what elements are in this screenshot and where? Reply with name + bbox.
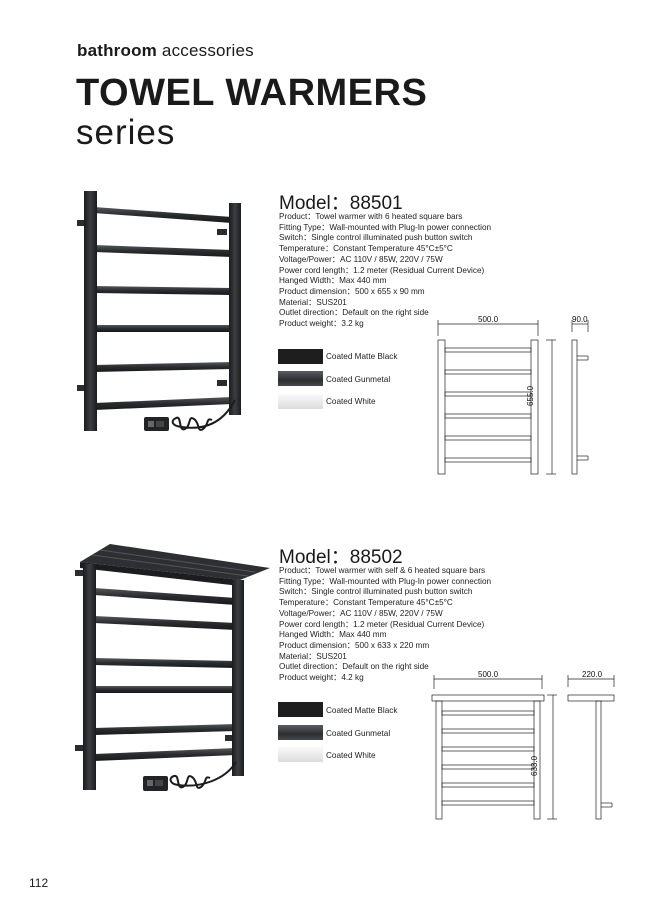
dim-depth-88502: 220.0 [582,670,603,679]
model-title-88501: Model：88501 [279,193,403,214]
spec-line: Material：SUS201 [279,651,347,661]
page-subtitle: series [76,113,176,152]
finish-label: Coated Gunmetal [326,729,391,738]
spec-line: Fitting Type：Wall-mounted with Plug-In p… [279,576,492,586]
spec-line: Product：Towel warmer with self & 6 heate… [279,566,486,575]
category-bold: bathroom [77,41,157,60]
spec-list-88501: Product：Towel warmer with 6 heated squar… [279,212,491,330]
model-title-88502: Model：88502 [279,547,403,568]
finish-label: Coated White [326,751,376,760]
swatch-matte-black [278,702,323,717]
spec-line: Power cord length：1.2 meter (Residual Cu… [279,619,485,629]
spec-line: Power cord length：1.2 meter (Residual Cu… [279,265,485,275]
swatch-white [278,394,323,409]
spec-line: Product：Towel warmer with 6 heated squar… [279,212,463,221]
category-heading: bathroom accessories [77,41,254,61]
swatch-gunmetal [278,371,323,386]
spec-line: Voltage/Power：AC 110V / 85W, 220V / 75W [279,608,443,618]
spec-line: Material：SUS201 [279,297,347,307]
spec-line: Outlet direction：Default on the right si… [279,662,429,672]
finish-label: Coated White [326,397,376,406]
spec-line: Outlet direction：Default on the right si… [279,308,429,318]
swatch-white [278,747,323,762]
spec-line: Switch：Single control illuminated push b… [279,233,473,243]
finish-label: Coated Matte Black [326,352,398,361]
dim-depth-88501: 90.0 [572,315,588,324]
spec-line: Product weight：3.2 kg [279,319,364,329]
spec-line: Temperature：Constant Temperature 45°C±5°… [279,244,453,254]
page-title: TOWEL WARMERS [76,72,428,114]
dim-height-88502: 633.0 [530,755,539,776]
dim-width-88502: 500.0 [478,670,499,679]
spec-line: Product dimension：500 x 655 x 90 mm [279,286,425,296]
swatch-matte-black [278,349,323,364]
category-light: accessories [161,41,254,60]
spec-line: Temperature：Constant Temperature 45°C±5°… [279,598,453,608]
dim-width-88501: 500.0 [478,315,499,324]
finish-label: Coated Gunmetal [326,375,391,384]
spec-line: Hanged Width：Max 440 mm [279,630,387,640]
towel-warmer-88501-photo [77,191,241,431]
spec-line: Voltage/Power：AC 110V / 85W, 220V / 75W [279,254,443,264]
swatch-gunmetal [278,725,323,740]
spec-line: Product weight：4.2 kg [279,673,364,683]
dim-height-88501: 655.0 [526,385,535,406]
towel-warmer-88502-photo [75,544,270,791]
spec-list-88502: Product：Towel warmer with self & 6 heate… [279,566,491,684]
spec-line: Fitting Type：Wall-mounted with Plug-In p… [279,222,492,232]
spec-line: Switch：Single control illuminated push b… [279,587,473,597]
technical-drawing-88502 [431,675,615,820]
page-number: 112 [29,876,49,890]
finish-label: Coated Matte Black [326,706,398,715]
technical-drawing-88501 [437,320,589,475]
spec-line: Product dimension：500 x 633 x 220 mm [279,640,430,650]
spec-line: Hanged Width：Max 440 mm [279,276,387,286]
